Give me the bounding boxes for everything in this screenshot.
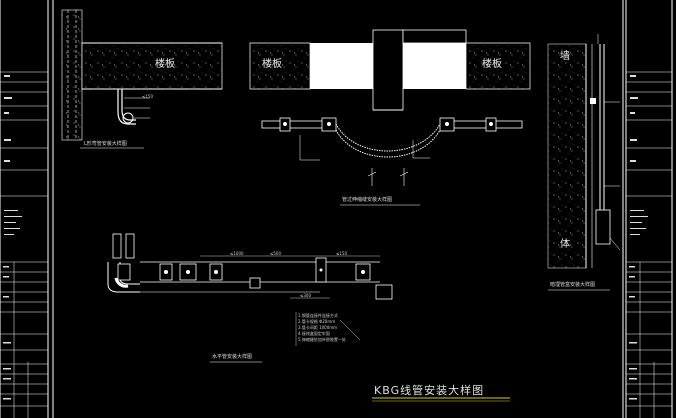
note-2: 2.管卡规格 Φ20mm xyxy=(298,319,336,324)
horizontal-run-detail xyxy=(107,233,393,363)
horizontal-run-caption: 水平管安装大样图 xyxy=(212,354,253,360)
dim-d1: ≤150 xyxy=(142,94,153,99)
expansion-joint-detail xyxy=(249,29,531,206)
slab-label-center-left: 楼板 xyxy=(262,59,282,70)
expansion-joint-caption: 管过伸缩缝安装大样图 xyxy=(342,197,393,203)
right-block-marks xyxy=(629,75,648,400)
dim-d4: ≤300 xyxy=(300,293,311,298)
drawing-title: KBG线管安装大样图 xyxy=(374,384,485,397)
note-4: 4.接线盒固定牢固 xyxy=(298,331,330,336)
note-3: 3.管卡间距 1000mm xyxy=(298,325,338,330)
slab-label-center-right: 楼板 xyxy=(482,59,502,70)
dim-d5: ≤1000 xyxy=(230,251,244,256)
note-5: 5.伸缩缝处加补偿装置一处 xyxy=(298,337,346,342)
l-bend-detail xyxy=(61,9,223,149)
slab-label-left: 楼板 xyxy=(155,59,175,70)
dim-d3: ≤150 xyxy=(336,251,347,256)
right-title-block xyxy=(626,71,672,418)
note-1: 1.钢管连接件连接方式 xyxy=(298,313,338,318)
dim-d2: ≤500 xyxy=(270,251,281,256)
left-title-block xyxy=(0,71,48,418)
left-block-marks xyxy=(3,75,22,400)
wall-box-caption: 暗埋管盒安装大样图 xyxy=(550,282,596,288)
wall-label-bottom: 体 xyxy=(560,239,570,250)
wall-box-detail xyxy=(547,34,621,291)
wall-label-top: 墙 xyxy=(560,51,570,62)
l-bend-caption: L形弯管安装大样图 xyxy=(84,141,127,147)
